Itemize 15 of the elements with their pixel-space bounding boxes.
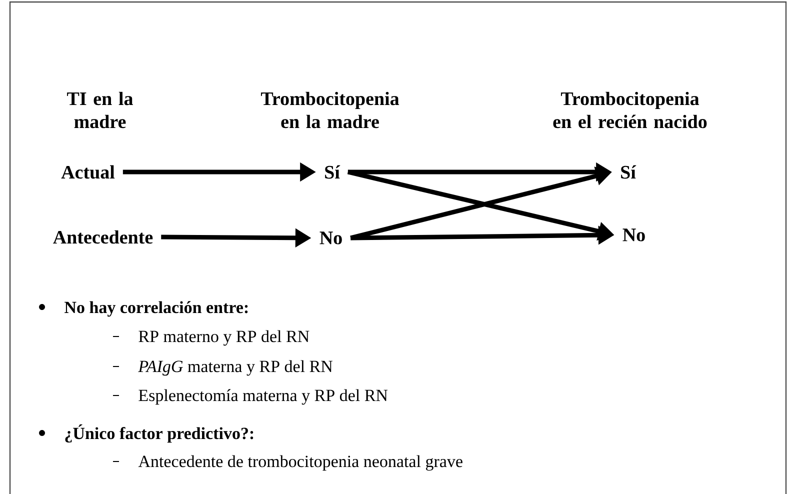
column-heading: Trombocitopenia en el recién nacido [553, 92, 707, 128]
node-label: Sí [325, 165, 340, 179]
bullet-heading: ¿Único factor predictivo?: [65, 424, 254, 443]
node-label: Actual [61, 165, 115, 179]
node-label: Antecedente [53, 230, 153, 244]
list-item: Esplenectomía materna y RP del RN [138, 389, 388, 405]
node-label: No [320, 232, 342, 244]
column-heading: Trombocitopenia en la madre [260, 92, 400, 128]
bullet-heading: No hay correlación entre: [64, 301, 248, 317]
node-label: Sí [621, 165, 636, 179]
list-item: Antecedente de trombocitopenia neonatal grave [138, 455, 462, 471]
list-item: RP materno y RP del RN [138, 330, 310, 346]
list-item: PAIgG materna y RP del RN [138, 360, 333, 376]
node-label: No [622, 228, 645, 242]
column-heading: TI en la madre [67, 92, 133, 128]
